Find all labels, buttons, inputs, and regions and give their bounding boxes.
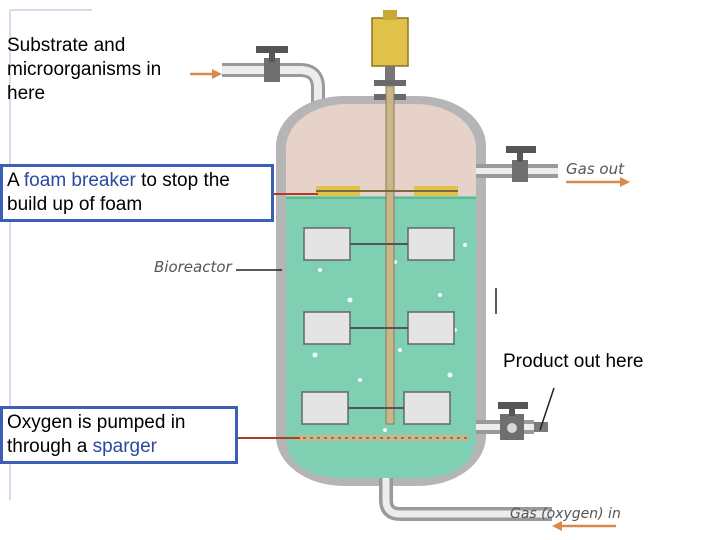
gas-out-label: Gas out xyxy=(566,160,624,178)
impellers xyxy=(301,227,455,425)
foam-label-highlight: foam breaker xyxy=(23,170,136,191)
oxygen-label-highlight: sparger xyxy=(92,436,157,457)
leader-lines xyxy=(232,193,555,439)
foam-breaker xyxy=(316,186,458,196)
gas-out-pipe xyxy=(476,146,558,182)
vessel xyxy=(276,96,486,486)
product-out-label: Product out here xyxy=(503,351,644,372)
oxygen-label: Oxygen is pumped in through a sparger xyxy=(0,406,238,464)
gas-in-label: Gas (oxygen) in xyxy=(510,506,621,522)
product-out-valve xyxy=(476,402,548,440)
inlet-pipe xyxy=(222,46,325,128)
agitator-shaft xyxy=(385,85,395,425)
gas-in-pipe xyxy=(379,478,552,521)
substrate-label: Substrate and microorganisms in here xyxy=(7,35,162,104)
foam-label-pre: A xyxy=(7,170,24,191)
foam-label-post: to stop the build up of foam xyxy=(7,170,230,215)
foam-breaker-label: A foam breaker to stop the build up of f… xyxy=(0,164,274,222)
flow-arrows xyxy=(190,69,630,531)
oxygen-label-pre: Oxygen is pumped in through a xyxy=(7,412,186,457)
bioreactor-label: Bioreactor xyxy=(154,258,232,276)
